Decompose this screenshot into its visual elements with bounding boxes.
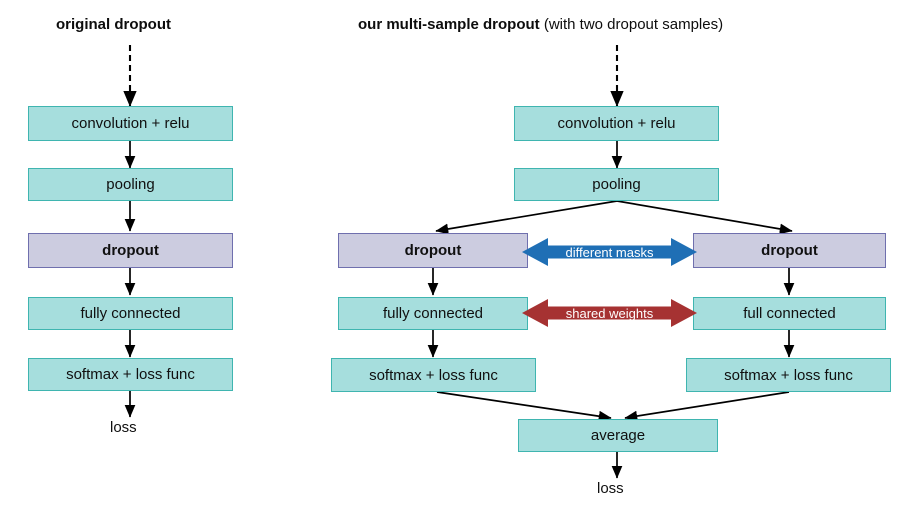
node-label: softmax + loss func — [724, 366, 853, 384]
edge-right-softmax-average-left — [436, 391, 612, 422]
node-softmax-loss-func-branch-right[interactable]: softmax + loss func — [686, 358, 891, 392]
node-label: pooling — [592, 176, 641, 193]
node-fully-connected-left[interactable]: fully connected — [28, 297, 233, 330]
relation-shared-weights-arrow[interactable]: shared weights — [522, 297, 697, 329]
edge-right-softmax-average-right — [624, 391, 790, 422]
node-label: full connected — [743, 305, 836, 322]
node-full-connected-branch-right[interactable]: full connected — [693, 297, 886, 330]
edge-right-pool-dropout-left — [435, 200, 618, 235]
terminal-loss-left: loss — [110, 419, 137, 436]
edge-right-pool-dropout-right — [616, 200, 793, 235]
right-panel-title: our multi-sample dropout (with two dropo… — [358, 16, 723, 33]
left-panel-title: original dropout — [56, 16, 171, 33]
node-label: convolution + relu — [71, 115, 190, 132]
node-label: fully connected — [80, 305, 181, 322]
terminal-loss-right: loss — [597, 480, 624, 497]
right-panel-title-bold: our multi-sample dropout — [358, 16, 540, 33]
node-label: convolution + relu — [557, 115, 676, 132]
double-arrow-icon — [522, 238, 697, 266]
node-average[interactable]: average — [518, 419, 718, 452]
node-convolution-relu-right[interactable]: convolution + relu — [514, 106, 719, 141]
node-dropout-left[interactable]: dropout — [28, 233, 233, 268]
node-label: average — [590, 427, 646, 444]
node-dropout-branch-right[interactable]: dropout — [693, 233, 886, 268]
node-convolution-relu-left[interactable]: convolution + relu — [28, 106, 233, 141]
node-label: softmax + loss func — [66, 366, 195, 383]
relation-different-masks-arrow[interactable]: different masks — [522, 236, 697, 268]
node-label: softmax + loss func — [369, 366, 498, 384]
node-label: dropout — [761, 242, 818, 259]
relation-label: shared weights — [565, 305, 654, 321]
node-label: dropout — [102, 242, 159, 259]
node-label: dropout — [404, 242, 462, 259]
node-label: fully connected — [382, 305, 484, 322]
node-softmax-loss-func-branch-left[interactable]: softmax + loss func — [331, 358, 536, 392]
double-arrow-icon — [522, 299, 697, 327]
right-panel-title-sub: (with two dropout samples) — [539, 16, 724, 33]
node-label: pooling — [106, 176, 155, 193]
relation-label: different masks — [565, 244, 654, 260]
node-dropout-branch-left[interactable]: dropout — [338, 233, 528, 268]
node-softmax-loss-func-left[interactable]: softmax + loss func — [28, 358, 233, 391]
node-fully-connected-branch-left[interactable]: fully connected — [338, 297, 528, 330]
node-pooling-left[interactable]: pooling — [28, 168, 233, 201]
node-pooling-right[interactable]: pooling — [514, 168, 719, 201]
